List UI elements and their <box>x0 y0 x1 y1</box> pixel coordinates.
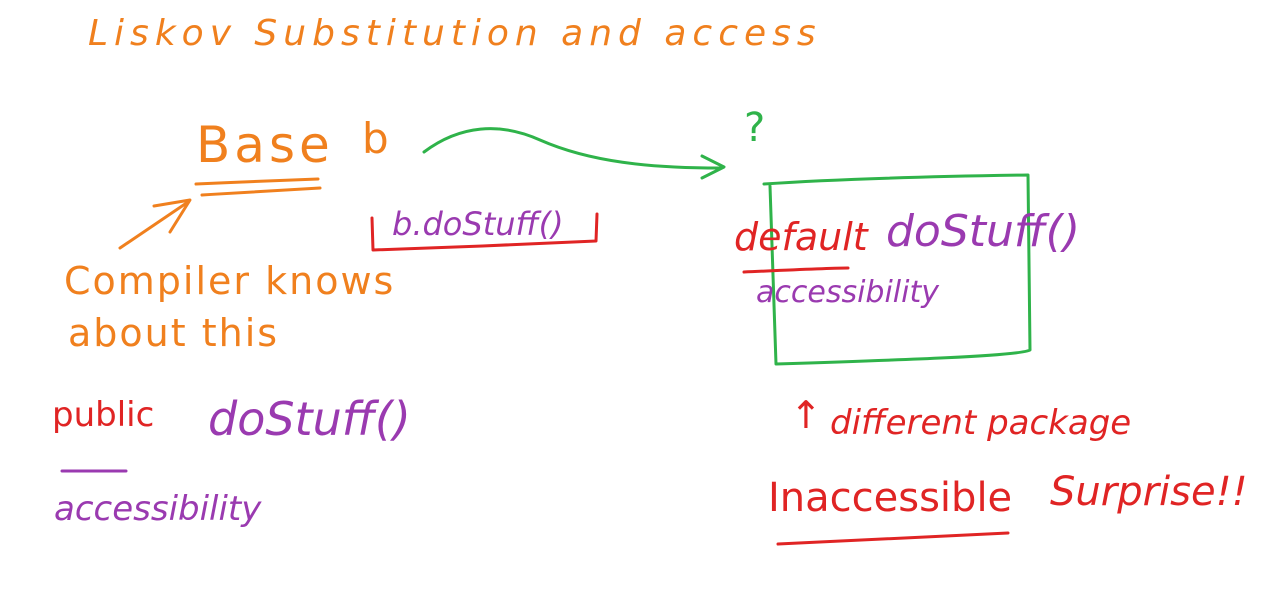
method-call-label: b.doStuff() <box>392 205 564 243</box>
subclass-accessibility-label: accessibility <box>756 275 939 310</box>
variable-label: b <box>362 114 389 163</box>
base-accessibility-label: accessibility <box>54 489 262 529</box>
base-underline <box>194 177 320 186</box>
compiler-arrow-head <box>152 198 192 234</box>
base-method-label: doStuff() <box>208 392 411 446</box>
default-modifier-label: default <box>734 215 868 259</box>
surprise-label: Surprise!! <box>1050 469 1248 515</box>
compiler-note-line1: Compiler knows <box>64 259 396 303</box>
package-arrow-icon: ↑ <box>790 393 822 437</box>
package-note-label: different package <box>830 403 1132 443</box>
compiler-note-line2: about this <box>68 311 280 355</box>
subclass-method-label: doStuff() <box>886 206 1081 257</box>
public-modifier-label: public <box>52 395 155 435</box>
base-type-label: Base <box>196 116 334 174</box>
substitution-arrow-line <box>422 127 722 170</box>
substitution-arrow-head <box>700 154 726 180</box>
base-underline-2 <box>200 186 322 197</box>
call-bracket <box>370 212 599 252</box>
subclass-box <box>762 173 1032 366</box>
default-underline <box>742 266 850 274</box>
compiler-arrow-line <box>118 200 190 250</box>
inaccessible-underline <box>776 531 1010 546</box>
page-title: Liskov Substitution and access <box>88 13 822 54</box>
question-mark: ? <box>744 105 766 151</box>
inaccessible-label: Inaccessible <box>768 475 1013 521</box>
